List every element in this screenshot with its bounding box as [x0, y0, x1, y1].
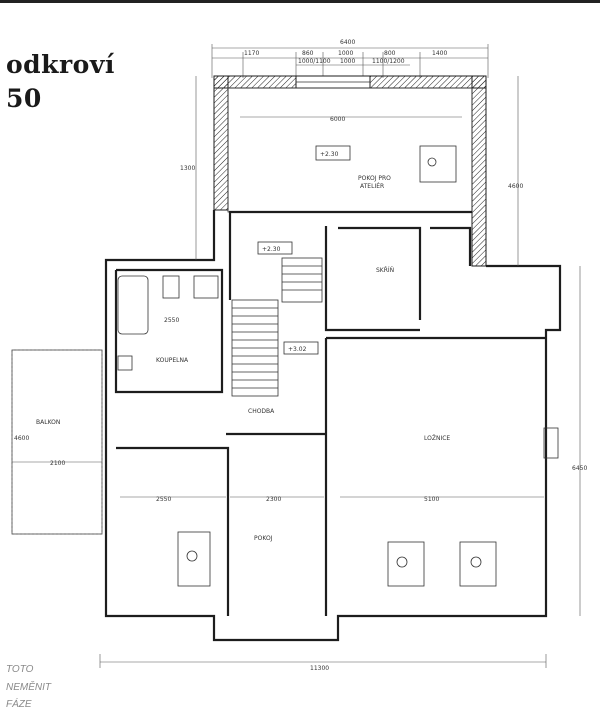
bedroom-window: [543, 427, 559, 459]
washbasin-icon: [193, 275, 219, 299]
toilet-icon: [162, 275, 180, 299]
bedroom-name: LOŽNICE: [424, 434, 450, 442]
stair-level: +2.30: [262, 246, 281, 253]
stair-level-box: [257, 241, 293, 255]
bed-1: [387, 541, 425, 587]
atelier-name2: ATELIÉR: [360, 182, 384, 190]
bedroom-dim: 5100: [424, 496, 439, 503]
note-line-2: NEMĚNIT: [6, 682, 51, 693]
balcony-dim1: 2100: [50, 460, 65, 467]
dim-seg-2: 860: [302, 50, 314, 57]
dim-seg-3: 1000: [338, 50, 353, 57]
balcony-dim2: 4600: [14, 435, 29, 442]
dim-seg-4: 800: [384, 50, 396, 57]
closet-name: SKŘÍŇ: [376, 266, 394, 274]
bed-2: [459, 541, 497, 587]
left-room-desk: [177, 531, 211, 587]
atelier-name: POKOJ PRO: [358, 175, 391, 182]
landing-level-box: [283, 341, 319, 355]
window-dim-3: 1100/1200: [372, 58, 405, 65]
atelier-width: 6000: [330, 116, 345, 123]
corridor-name: CHODBA: [248, 408, 275, 415]
balcony-outline: [11, 349, 103, 535]
staircase: [231, 257, 323, 397]
window-dim-1: 1000/1100: [298, 58, 331, 65]
top-edge: [0, 0, 600, 3]
note-line-1: TOTO: [6, 664, 34, 675]
level-box: [315, 145, 351, 161]
dim-overall: 6400: [340, 39, 355, 46]
bed-1-icon: [396, 556, 408, 568]
left-room-dim: 2550: [156, 496, 171, 503]
atelier-level: +2.30: [320, 151, 339, 158]
plan-title-line2: 50: [6, 84, 42, 113]
bath-name: KOUPELNA: [156, 357, 189, 364]
right-side-dim: 4600: [508, 183, 523, 190]
note-line-3: FÁZE: [6, 699, 32, 710]
dim-seg-5: 1400: [432, 50, 447, 57]
atelier-fixture-icon: [427, 157, 437, 167]
plan-title-line1: odkroví: [6, 50, 115, 79]
bath-dim: 2550: [164, 317, 179, 324]
left-room-fixture-icon: [186, 550, 198, 562]
bed-2-icon: [470, 556, 482, 568]
right-side-dim2: 6450: [572, 465, 587, 472]
top-dimension-chain: [211, 44, 489, 78]
landing-level: +3.02: [288, 346, 307, 353]
sink-icon: [117, 355, 133, 371]
dim-seg-1: 1170: [244, 50, 259, 57]
window-dim-2: 1000: [340, 58, 355, 65]
balcony-railing: [11, 349, 103, 535]
bottom-dim: 11300: [310, 665, 329, 672]
pokoj-name: POKOJ: [254, 535, 273, 542]
atelier-cabinet: [419, 145, 457, 183]
atelier-walls: [213, 75, 487, 267]
bathtub-icon: [117, 275, 149, 335]
pokoj-dim: 2300: [266, 496, 281, 503]
main-walls: [104, 210, 562, 642]
left-side-dim: 1300: [180, 165, 195, 172]
balcony-name: BALKON: [36, 419, 60, 426]
